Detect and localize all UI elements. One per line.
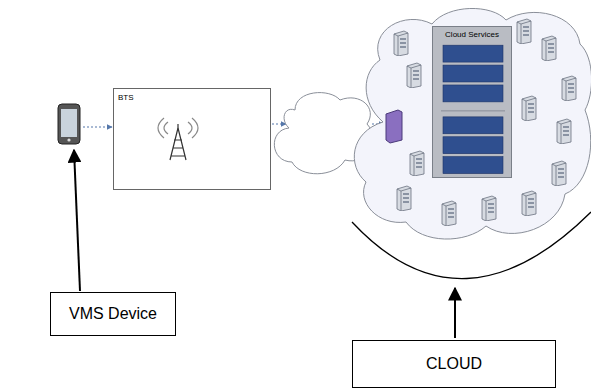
leader-arrow	[454, 288, 456, 338]
server-icons	[394, 19, 576, 226]
antenna-tower	[158, 118, 198, 160]
gateway-server	[386, 110, 402, 143]
node-label: Cloud Services	[436, 30, 508, 39]
service-bars	[433, 27, 513, 179]
phone-icon	[58, 104, 80, 144]
node-label: BTS	[118, 93, 266, 102]
leader-arrow	[74, 150, 80, 291]
cloud-bracket	[352, 212, 591, 279]
services-panel: Cloud Services	[432, 26, 512, 178]
callout-box: CLOUD	[352, 340, 556, 388]
cloud-region	[354, 8, 591, 239]
node-label: VMS Device	[69, 305, 157, 323]
node-label: CLOUD	[426, 355, 482, 373]
bts-box: BTS	[113, 88, 271, 190]
callout-box: VMS Device	[50, 292, 176, 336]
